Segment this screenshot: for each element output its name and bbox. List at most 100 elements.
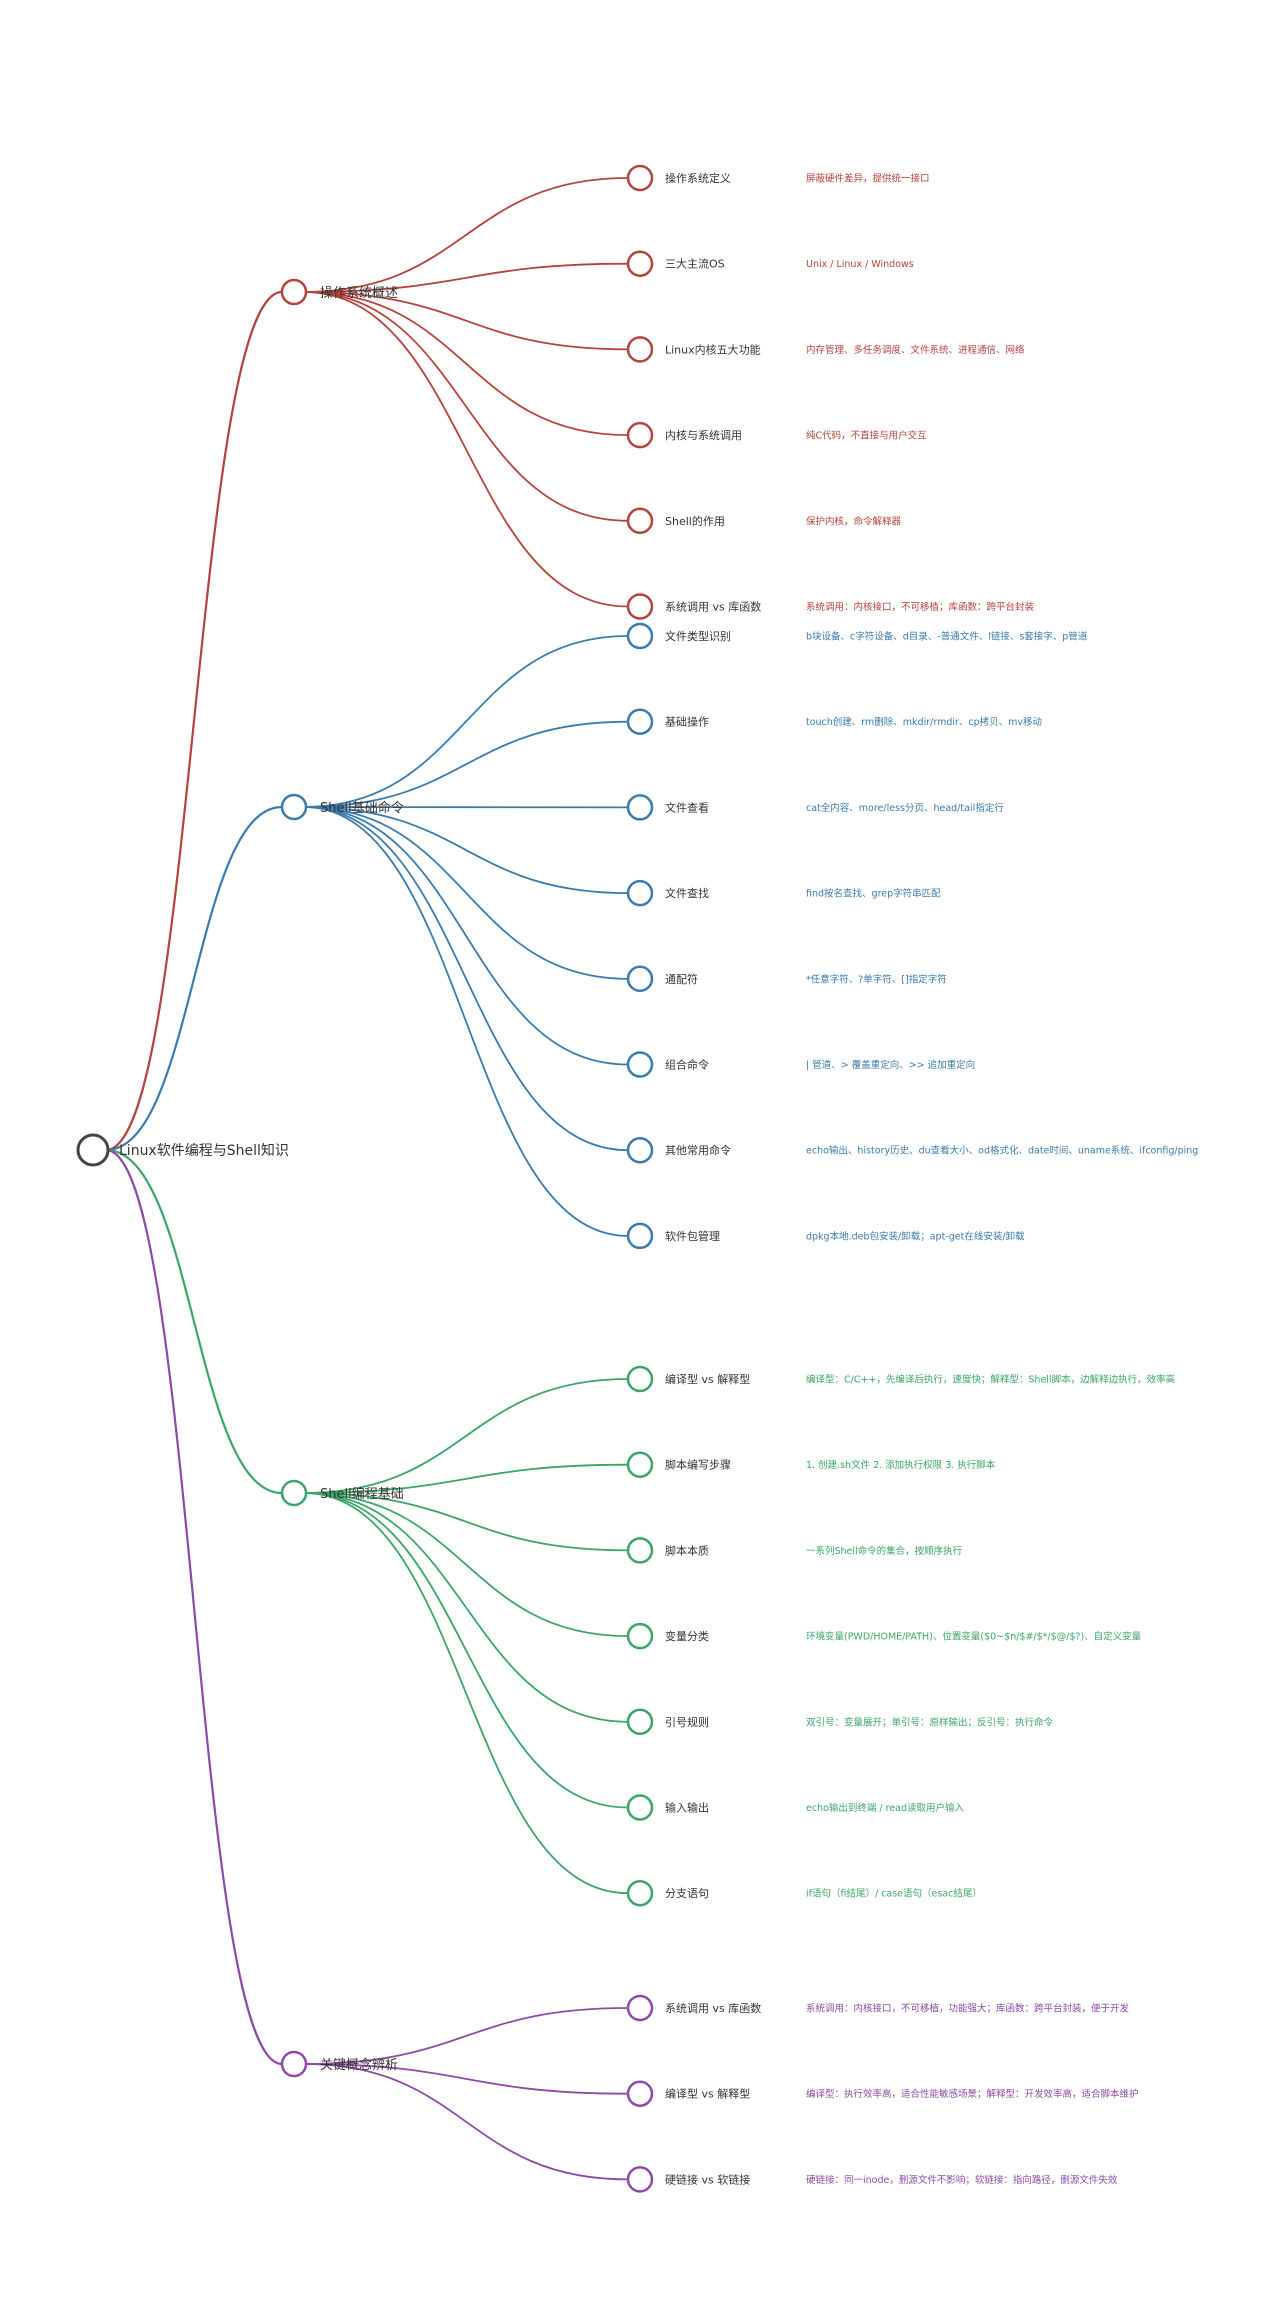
leaf-node[interactable] [626,2166,654,2193]
leaf-node[interactable] [626,1994,654,2022]
leaf-description: 双引号：变量展开；单引号：原样输出；反引号：执行命令 [806,1716,1054,1728]
leaf-description: echo输出到终端 / read读取用户输入 [806,1802,965,1814]
mindmap-edges [105,177,629,2181]
branch-to-leaf-edge [303,291,629,522]
branch-to-leaf-edge [303,177,629,293]
leaf-label: 脚本编写步骤 [665,1458,731,1472]
branch-to-leaf-edge [303,1378,629,1494]
branch-to-leaf-edge [303,806,629,1152]
branch-to-leaf-edge [303,720,629,808]
root-node[interactable] [76,1133,110,1167]
leaf-node[interactable] [626,250,654,277]
leaf-description: 编译型：C/C++，先编译后执行，速度快；解释型：Shell脚本，边解释边执行，… [806,1374,1175,1386]
leaf-description: | 管道、> 覆盖重定向、>> 追加重定向 [806,1059,975,1071]
leaf-description: 内存管理、多任务调度、文件系统、进程通信、网络 [806,344,1025,356]
leaf-label: 通配符 [665,973,698,986]
branch-node[interactable] [280,278,308,306]
root-label: Linux软件编程与Shell知识 [119,1142,289,1159]
leaf-node[interactable] [626,879,654,907]
leaf-node[interactable] [626,1622,654,1650]
branch-to-leaf-edge [303,806,629,1237]
leaf-label: 三大主流OS [665,257,725,271]
leaf-description: 屏蔽硬件差异，提供统一接口 [806,173,930,185]
branch-to-leaf-edge [303,806,629,980]
leaf-label: 其他常用命令 [665,1143,731,1157]
branch-to-leaf-edge [303,1492,629,1723]
leaf-node[interactable] [626,1222,654,1250]
leaf-node[interactable] [626,336,654,363]
leaf-node[interactable] [626,622,654,650]
leaf-label: 文件类型识别 [665,629,731,643]
branch-node[interactable] [280,2050,308,2078]
leaf-node[interactable] [626,421,654,449]
branch-to-leaf-edge [303,635,629,808]
mindmap-nodes: Linux软件编程与Shell知识 操作系统定义 屏蔽硬件差异，提供统一接口三大主… [76,164,1198,2193]
leaf-label: 输入输出 [665,1801,709,1815]
branch-node[interactable] [280,793,308,821]
leaf-label: 编译型 vs 解释型 [665,2087,750,2101]
root-to-branch-edge [105,290,283,1152]
branch-to-leaf-edge [303,806,629,894]
branch-to-leaf-edge [303,1463,629,1494]
root-to-branch-edge [105,1148,283,2066]
leaf-node[interactable] [626,2080,654,2107]
leaf-description: 系统调用：内核接口，不可移植，功能强大；库函数：跨平台封装，便于开发 [806,2003,1130,2015]
leaf-node[interactable] [626,593,654,620]
leaf-description: *任意字符、?单字符、[]指定字符 [806,973,947,985]
leaf-node[interactable] [626,1365,654,1393]
leaf-label: 系统调用 vs 库函数 [665,601,761,614]
branch-to-leaf-edge [303,2063,629,2181]
leaf-label: 编译型 vs 解释型 [665,1372,750,1386]
leaf-label: 文件查找 [665,886,709,900]
leaf-node[interactable] [626,965,654,993]
branch-to-leaf-edge [303,291,629,351]
branch-to-leaf-edge [303,2063,629,2095]
leaf-label: 分支语句 [665,1887,709,1900]
leaf-label: 引号规则 [665,1715,709,1729]
leaf-node[interactable] [626,1537,654,1564]
leaf-label: Shell的作用 [665,514,725,528]
branch-to-leaf-edge [303,1492,629,1552]
leaf-description: 编译型：执行效率高，适合性能敏感场景；解释型：开发效率高，适合脚本维护 [806,2088,1139,2100]
branch-node[interactable] [280,1479,308,1507]
leaf-description: find按名查找、grep字符串匹配 [806,888,941,900]
leaf-node[interactable] [626,507,654,535]
branch-to-leaf-edge [303,291,629,436]
leaf-description: 纯C代码，不直接与用户交互 [806,430,927,442]
leaf-label: 基础操作 [665,715,709,729]
leaf-label: 内核与系统调用 [665,428,742,442]
leaf-description: 系统调用：内核接口，不可移植；库函数：跨平台封装 [806,601,1035,613]
leaf-description: cat全内容、more/less分页、head/tail指定行 [806,802,1004,814]
leaf-label: 硬链接 vs 软链接 [665,2172,750,2186]
leaf-node[interactable] [626,1708,654,1736]
leaf-node[interactable] [626,1451,654,1478]
leaf-label: 文件查看 [665,800,709,814]
leaf-description: 一系列Shell命令的集合，按顺序执行 [806,1545,963,1557]
leaf-node[interactable] [626,1136,654,1164]
branch-to-leaf-edge [303,1492,629,1809]
leaf-node[interactable] [626,794,654,821]
leaf-node[interactable] [626,708,654,735]
leaf-node[interactable] [626,1879,654,1907]
leaf-description: touch创建、rm删除、mkdir/rmdir、cp拷贝、mv移动 [806,716,1042,728]
leaf-description: Unix / Linux / Windows [806,259,914,270]
branch-to-leaf-edge [303,2007,629,2065]
leaf-label: 操作系统定义 [665,171,731,185]
branch-label: 操作系统概述 [320,285,398,301]
branch-to-leaf-edge [303,1492,629,1895]
branch-label: 关键概念辨析 [320,2057,398,2073]
branch-label: Shell基础命令 [320,800,404,816]
leaf-label: 变量分类 [665,1629,709,1643]
branch-to-leaf-edge [303,262,629,293]
leaf-node[interactable] [626,1794,654,1821]
leaf-node[interactable] [626,1051,654,1078]
leaf-label: Linux内核五大功能 [665,342,761,356]
leaf-description: 1. 创建.sh文件 2. 添加执行权限 3. 执行脚本 [806,1459,996,1471]
leaf-description: 保护内核，命令解释器 [806,515,902,527]
leaf-description: 硬链接：同一inode，删源文件不影响；软链接：指向路径，删源文件失效 [806,2174,1118,2186]
branch-to-leaf-edge [303,1492,629,1637]
root-to-branch-edge [105,805,283,1152]
leaf-description: 环境变量(PWD/HOME/PATH)、位置变量($0~$n/$#/$*/$@/… [806,1631,1142,1643]
leaf-node[interactable] [626,164,654,192]
